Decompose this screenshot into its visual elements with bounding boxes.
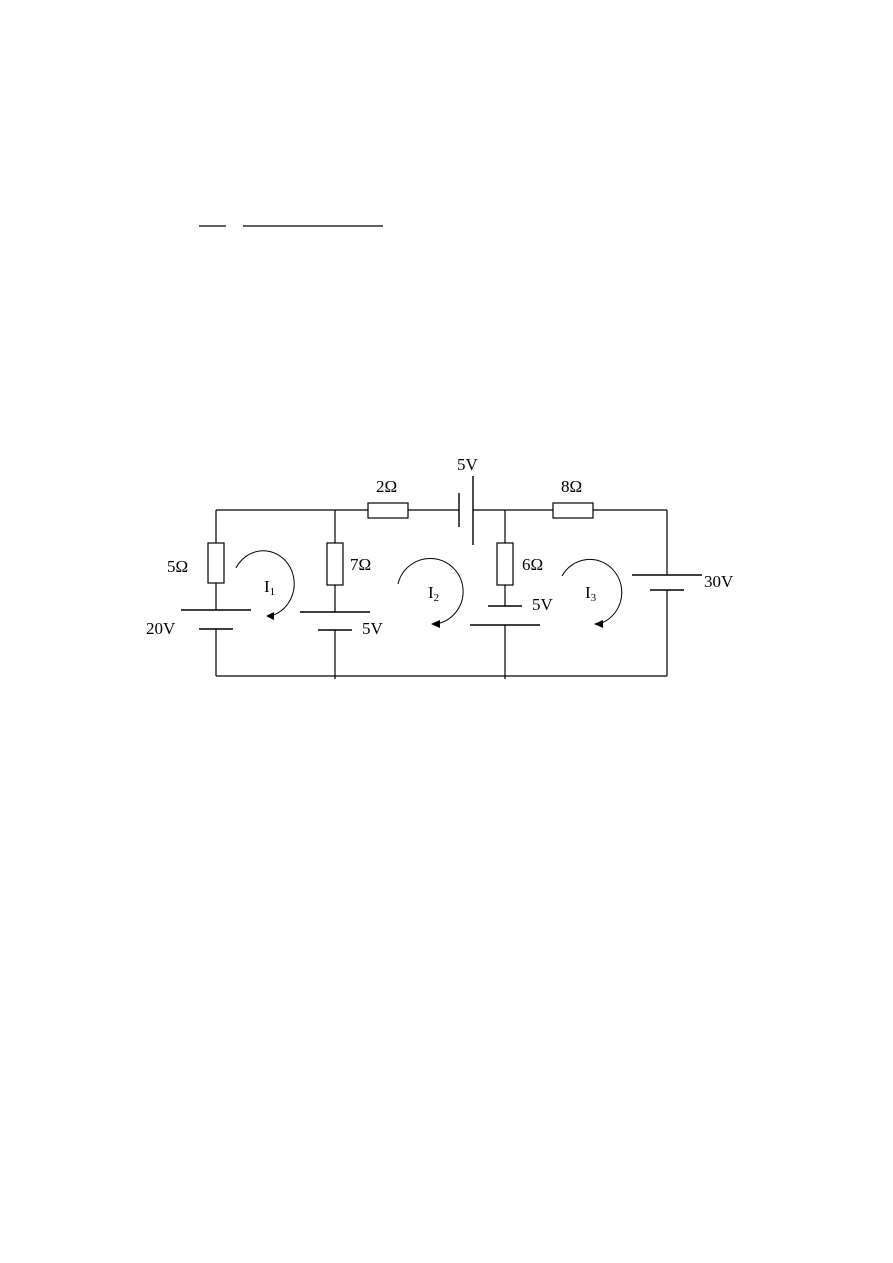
wires xyxy=(215,509,668,679)
source-30v xyxy=(632,574,702,591)
circuit-diagram: 5Ω 7Ω 2Ω 6Ω 8Ω 20V 5V 5V 5V 30V I1 I2 I3 xyxy=(146,455,734,679)
label-i2: I2 xyxy=(428,583,439,604)
source-20v xyxy=(181,609,251,630)
label-5-ohm: 5Ω xyxy=(167,557,188,576)
resistor-6-ohm xyxy=(496,542,514,586)
label-5v-mid: 5V xyxy=(532,595,554,614)
loop-arrow-i1 xyxy=(235,550,295,620)
source-5v-mid xyxy=(470,605,540,626)
label-5v-top: 5V xyxy=(457,455,479,474)
label-5v-left: 5V xyxy=(362,619,384,638)
label-20v: 20V xyxy=(146,619,176,638)
resistor-8-ohm xyxy=(552,502,594,519)
loop-arrow-i3 xyxy=(561,558,623,628)
loop-arrow-i2 xyxy=(397,558,464,628)
label-30v: 30V xyxy=(704,572,734,591)
label-i1: I1 xyxy=(264,577,275,598)
source-5v-left xyxy=(300,611,370,631)
label-8-ohm: 8Ω xyxy=(561,477,582,496)
label-i3: I3 xyxy=(585,583,597,604)
resistor-5-ohm xyxy=(207,542,225,584)
resistor-2-ohm xyxy=(367,502,409,519)
label-6-ohm: 6Ω xyxy=(522,555,543,574)
label-7-ohm: 7Ω xyxy=(350,555,371,574)
label-2-ohm: 2Ω xyxy=(376,477,397,496)
source-5v-top xyxy=(458,476,474,545)
resistor-7-ohm xyxy=(326,542,344,586)
